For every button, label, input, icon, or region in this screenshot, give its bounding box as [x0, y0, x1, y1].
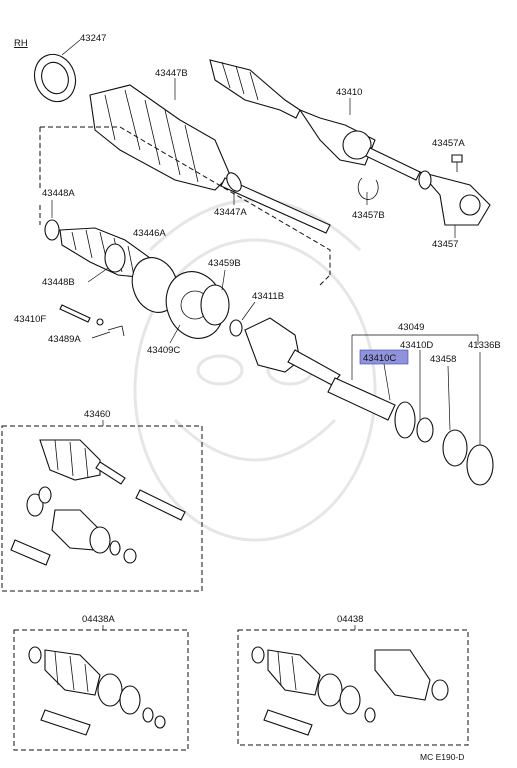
leader-43410c: [383, 363, 391, 401]
label-43411b: 43411B: [252, 291, 284, 302]
kit-box-04438a[interactable]: [13, 629, 189, 751]
upper-drive-shaft-assembly: [89, 84, 331, 234]
bearing-bracket-43457[interactable]: [418, 170, 491, 226]
label-04438: 04438: [337, 614, 363, 625]
label-43448b: 43448B: [42, 277, 75, 288]
watermark-emblem: [133, 198, 377, 542]
label-43457: 43457: [432, 239, 458, 250]
ring-43459b[interactable]: [200, 284, 230, 326]
label-43049: 43049: [398, 322, 424, 333]
label-43247: 43247: [80, 33, 106, 44]
label-43410c[interactable]: 43410C: [363, 353, 396, 364]
kit-04438-parts: [251, 646, 449, 736]
bearing-43410c[interactable]: [394, 401, 416, 439]
label-43448a: 43448A: [42, 188, 75, 199]
label-43457b: 43457B: [352, 210, 385, 221]
kit-box-43460[interactable]: [1, 425, 203, 592]
kit-43460-parts: [10, 439, 186, 566]
kit-04438a-parts: [28, 646, 166, 736]
leader-43448b: [87, 267, 109, 283]
bracket-43049: [351, 334, 479, 380]
label-43457a: 43457A: [432, 138, 465, 149]
seal-41336b[interactable]: [466, 444, 494, 486]
clip-43489a[interactable]: [107, 325, 125, 337]
label-43446a: 43446A: [133, 228, 166, 239]
leader-43247: [61, 39, 81, 56]
label-43447b: 43447B: [155, 68, 188, 79]
ring-43410d[interactable]: [416, 417, 434, 443]
snap-ring-43411b[interactable]: [229, 319, 243, 337]
leader-43459b: [221, 269, 226, 291]
label-43458: 43458: [430, 354, 456, 365]
label-43410d: 43410D: [400, 340, 433, 351]
leader-43489a: [91, 331, 111, 339]
flange-and-shaft: [244, 317, 396, 421]
label-43410f: 43410F: [14, 314, 46, 325]
label-41336b: 41336B: [468, 340, 501, 351]
label-04438a: 04438A: [82, 614, 115, 625]
dust-ring-43247[interactable]: [28, 49, 82, 108]
exploded-view-line-3: [319, 274, 331, 286]
exploded-view-line-1: [39, 126, 331, 275]
bolt-43457a[interactable]: [451, 154, 463, 172]
boot-clamp-43448b[interactable]: [104, 243, 126, 273]
side-label: RH: [14, 38, 28, 49]
label-43460: 43460: [84, 409, 110, 420]
seal-43458[interactable]: [442, 429, 468, 467]
drive-shaft-43410[interactable]: [209, 59, 421, 181]
snap-ring-43457b[interactable]: [357, 177, 379, 200]
leaders-seals: [419, 350, 481, 445]
label-43459b: 43459B: [208, 258, 241, 269]
label-43447a: 43447A: [214, 207, 247, 218]
label-43409c: 43409C: [147, 345, 180, 356]
label-43410: 43410: [336, 87, 362, 98]
bolt-43410f[interactable]: [59, 304, 104, 326]
leader-43411b: [241, 301, 256, 321]
kit-box-04438[interactable]: [237, 629, 469, 746]
boot-clamp-43448a[interactable]: [44, 219, 60, 241]
footer-code: MC E190-D: [420, 752, 464, 762]
leader-43409c: [169, 324, 181, 344]
label-43489a: 43489A: [48, 334, 81, 345]
